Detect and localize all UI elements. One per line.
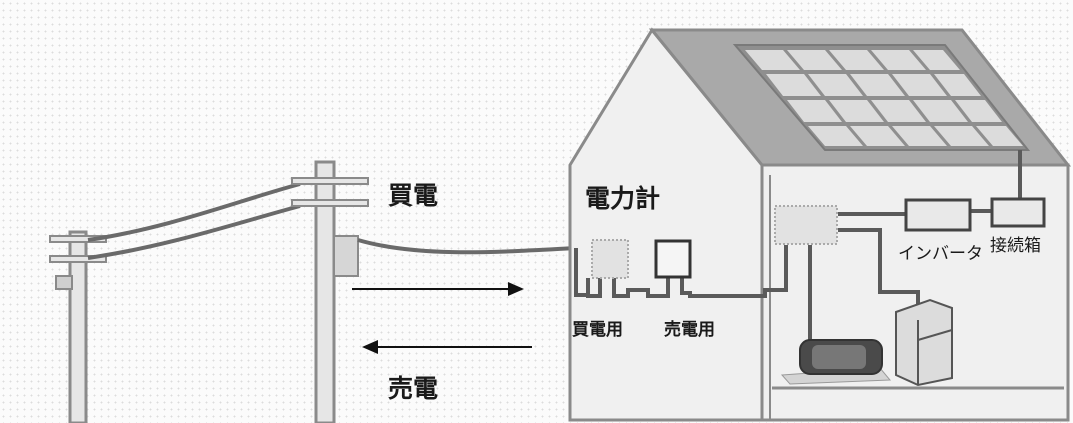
inverter-label: インバータ <box>898 244 983 264</box>
buy-power-label: 買電 <box>388 181 439 210</box>
refrigerator-appliance <box>895 298 953 387</box>
junction-box-label: 接続箱 <box>990 236 1041 256</box>
buy-meter-label: 買電用 <box>572 320 623 340</box>
house-wiring <box>574 150 1022 345</box>
inverter-box <box>904 198 972 232</box>
tv-appliance <box>780 339 892 385</box>
buy-meter <box>591 239 629 279</box>
solar-panel <box>732 44 1031 151</box>
power-meter-label: 電力計 <box>585 184 661 213</box>
sell-meter-label: 売電用 <box>664 320 715 340</box>
junction-box <box>990 197 1046 228</box>
sell-meter <box>654 239 692 279</box>
sell-arrow <box>362 340 532 354</box>
distribution-board <box>774 205 838 245</box>
far-utility-pole <box>49 230 107 423</box>
buy-arrow <box>352 282 524 296</box>
overhead-wires <box>87 182 301 260</box>
main-utility-pole <box>291 160 369 423</box>
sell-power-label: 売電 <box>388 374 439 403</box>
service-drop-cable <box>357 238 577 255</box>
